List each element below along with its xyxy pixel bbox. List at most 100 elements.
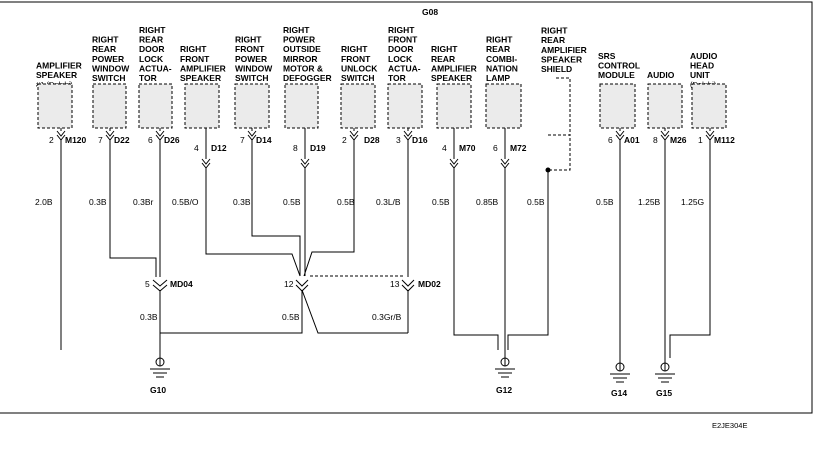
- wire-label: 0.5B: [282, 312, 300, 322]
- wire-label: 0.3Gr/B: [372, 312, 402, 322]
- component-label-line: WINDOW: [235, 63, 273, 73]
- ground-g15: G15: [655, 358, 675, 398]
- wire-label: 0.5B: [596, 197, 614, 207]
- connector-symbol: [155, 128, 165, 141]
- component-label-line: OUTSIDE: [283, 44, 321, 54]
- ground-label: G10: [150, 385, 166, 395]
- component-box: [234, 83, 270, 129]
- component-label-line: RIGHT: [486, 35, 513, 45]
- component-label-line: SPEAKER: [180, 73, 221, 83]
- component-label-line: AUDIO: [690, 51, 718, 61]
- component-box: [138, 83, 173, 129]
- connector-id: D22: [114, 135, 130, 145]
- splice-connector: MD04: [170, 279, 193, 289]
- pin-number: 6: [493, 143, 498, 153]
- component-label-line: MODULE: [598, 70, 635, 80]
- component-label-line: MOTOR &: [283, 63, 323, 73]
- pin-number: 2: [49, 135, 54, 145]
- pin-number: 4: [442, 143, 447, 153]
- component-box: [340, 83, 376, 129]
- connector-symbol: [660, 128, 670, 141]
- connector-symbol: [615, 128, 625, 141]
- component-label-line: FRONT: [235, 44, 265, 54]
- component-label-line: RIGHT: [235, 35, 262, 45]
- component-label-line: SWITCH: [341, 73, 375, 83]
- ground-label: G12: [496, 385, 512, 395]
- component-label-line: LAMP: [486, 73, 510, 83]
- wire-label: 0.5B: [283, 197, 301, 207]
- component-label-line: MIRROR: [283, 54, 317, 64]
- splice-pin: 12: [284, 279, 294, 289]
- connector-symbol: [105, 128, 115, 141]
- pin-number: 2: [342, 135, 347, 145]
- component-label-line: REAR: [541, 35, 565, 45]
- ground-symbols: G10 G12 G14 G15: [150, 350, 675, 398]
- component-box: [284, 83, 319, 129]
- component-label-line: DOOR: [388, 44, 414, 54]
- component-label-line: SPEAKER: [36, 70, 77, 80]
- wire-label: 0.5B: [432, 197, 450, 207]
- connector-id: M70: [459, 143, 476, 153]
- component-label-line: SWITCH: [92, 73, 126, 83]
- connector-symbol: [705, 128, 715, 141]
- component-label-line: RIGHT: [341, 44, 368, 54]
- component-box: [92, 83, 127, 129]
- connector-id: D19: [310, 143, 326, 153]
- component-label-line: RIGHT: [388, 25, 415, 35]
- component-box: [647, 83, 683, 129]
- component-label-line: TOR: [139, 73, 157, 83]
- wire-label: 2.0B: [35, 197, 53, 207]
- component-label-line: WINDOW: [92, 63, 130, 73]
- component-label-line: UNLOCK: [341, 63, 378, 73]
- connector-id: M112: [714, 135, 735, 145]
- component-label-line: AMPLIFIER: [180, 63, 226, 73]
- component-label-line: SHIELD: [541, 64, 572, 74]
- component-label-line: RIGHT: [431, 44, 458, 54]
- connector-id: D14: [256, 135, 272, 145]
- component-label-line: COMBI-: [486, 54, 517, 64]
- component-box: [599, 83, 636, 129]
- component-label-line: FRONT: [341, 54, 371, 64]
- component-label-line: RIGHT: [92, 35, 119, 45]
- pin-number: 7: [98, 135, 103, 145]
- component-label-line: REAR: [431, 54, 455, 64]
- wiring: [60, 134, 711, 358]
- wire-label: 0.85B: [476, 197, 499, 207]
- connector-id: D26: [164, 135, 180, 145]
- component-label-line: LOCK: [139, 54, 164, 64]
- wire-label: 0.3Br: [133, 197, 153, 207]
- component-label-line: RIGHT: [541, 26, 568, 36]
- pin-number: 8: [653, 135, 658, 145]
- pin-number: 3: [396, 135, 401, 145]
- ground-label: G15: [656, 388, 672, 398]
- wire-label: 0.5B: [337, 197, 355, 207]
- connector-id: A01: [624, 135, 640, 145]
- component-label-line: DOOR: [139, 44, 165, 54]
- component-label-line: CONTROL: [598, 60, 640, 70]
- figure-code: E2JE304E: [712, 421, 747, 430]
- wire-label: 1.25B: [638, 197, 661, 207]
- splice-labels: 5 MD04 0.3B 12 0.5B 13 MD02 0.3Gr/B: [140, 279, 441, 322]
- connector-id: M120: [65, 135, 87, 145]
- component-label-line: RIGHT: [139, 25, 166, 35]
- diagram-title: G08: [422, 7, 438, 17]
- component-label-line: RIGHT: [283, 25, 310, 35]
- wire-label: 0.3L/B: [376, 197, 401, 207]
- component-label-line: TOR: [388, 73, 406, 83]
- component-label-line: POWER: [283, 35, 315, 45]
- connector-symbol: [247, 128, 257, 141]
- wire-label: 0.3B: [140, 312, 158, 322]
- wire-label: 1.25G: [681, 197, 704, 207]
- component-label-line: POWER: [92, 54, 124, 64]
- connector-symbol: [403, 128, 413, 141]
- connector-id: M72: [510, 143, 527, 153]
- component-label-line: REAR: [486, 44, 510, 54]
- component-label-line: SPEAKER: [431, 73, 472, 83]
